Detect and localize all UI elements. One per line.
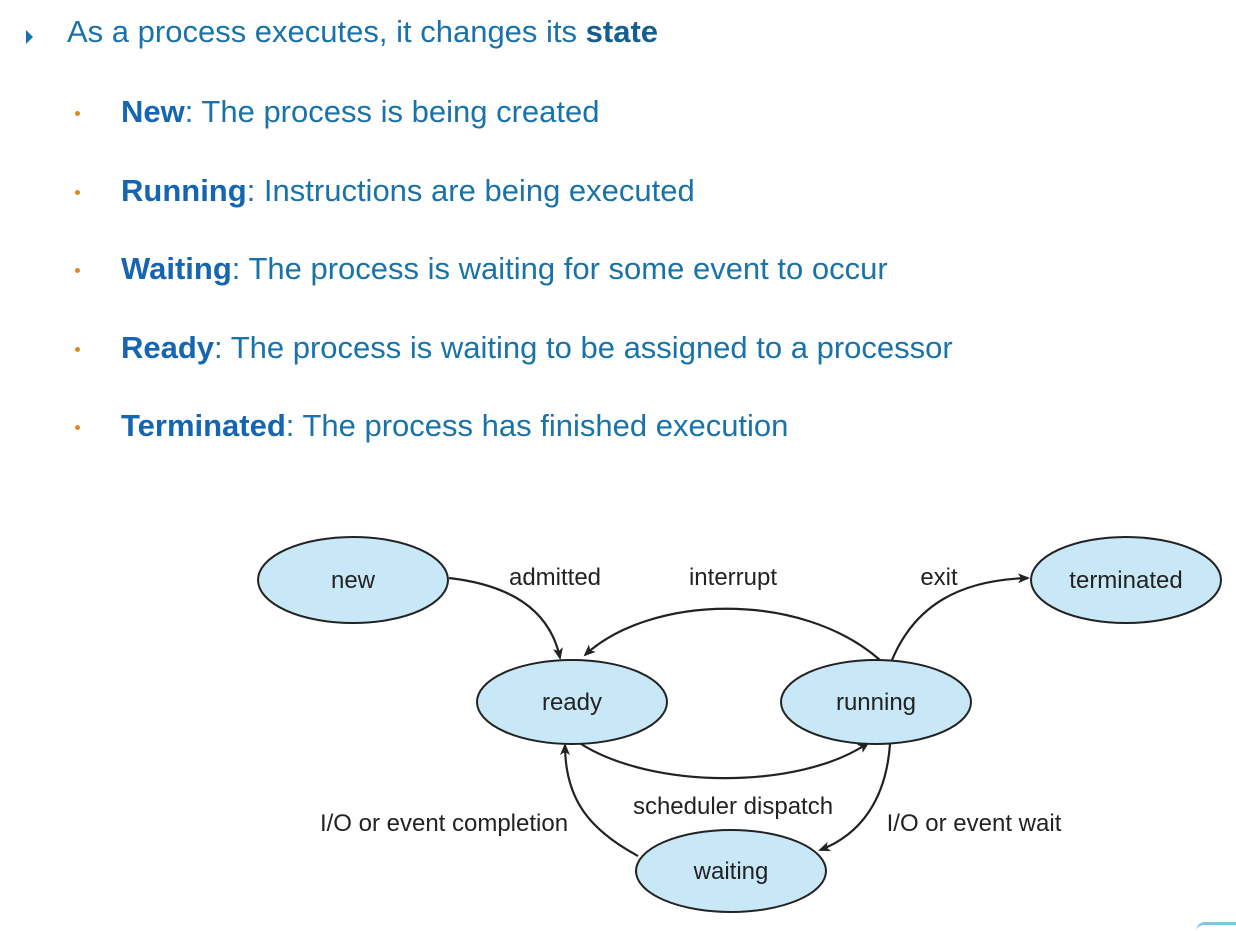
edge-label-io-event-completion: I/O or event completion xyxy=(320,810,568,837)
node-terminated-label: terminated xyxy=(1069,567,1182,594)
edge-label-scheduler-dispatch: scheduler dispatch xyxy=(633,793,833,820)
state-desc: : The process is being created xyxy=(184,94,600,129)
state-term: Ready xyxy=(121,329,215,365)
sub-bullet-dot-icon xyxy=(75,346,80,352)
state-desc: : The process has finished execution xyxy=(285,408,789,443)
slide-corner-decoration xyxy=(1196,922,1236,931)
edge-interrupt xyxy=(583,607,881,661)
edge-io-event-completion xyxy=(560,743,639,857)
edge-admitted xyxy=(448,576,563,660)
node-ready-label: ready xyxy=(542,689,602,716)
state-desc: : The process is waiting to be assigned … xyxy=(214,329,953,365)
node-running-label: running xyxy=(836,689,916,716)
node-running xyxy=(780,659,972,745)
node-new xyxy=(257,536,449,624)
node-waiting xyxy=(635,829,827,913)
state-term: Running xyxy=(121,172,247,208)
state-term: New xyxy=(121,94,185,129)
edge-scheduler-dispatch xyxy=(577,741,870,780)
state-term: Terminated xyxy=(121,408,286,443)
main-bullet-text: As a process executes, it changes its st… xyxy=(67,14,658,50)
edge-label-exit: exit xyxy=(920,564,958,591)
edge-label-interrupt: interrupt xyxy=(689,564,777,591)
sub-bullet-dot-icon xyxy=(75,111,80,116)
edge-label-admitted: admitted xyxy=(509,564,601,591)
edge-label-io-event-wait: I/O or event wait xyxy=(887,810,1062,837)
bullet-arrow-icon xyxy=(26,30,33,44)
state-term: Waiting xyxy=(121,251,232,286)
state-desc: : The process is waiting for some event … xyxy=(231,251,888,286)
edge-io-event-wait xyxy=(818,743,892,852)
node-ready xyxy=(476,659,668,745)
node-terminated xyxy=(1030,536,1222,624)
node-waiting-label: waiting xyxy=(693,858,769,885)
edge-exit xyxy=(890,573,1030,661)
state-desc: : Instructions are being executed xyxy=(246,172,695,208)
heading-prefix: As a process executes, it changes its xyxy=(67,14,586,49)
sub-bullet-dot-icon xyxy=(75,268,80,273)
sub-bullet-dot-icon xyxy=(75,425,80,430)
node-new-label: new xyxy=(331,567,376,594)
heading-emphasis: state xyxy=(585,14,659,49)
sub-bullet-dot-icon xyxy=(75,189,80,195)
